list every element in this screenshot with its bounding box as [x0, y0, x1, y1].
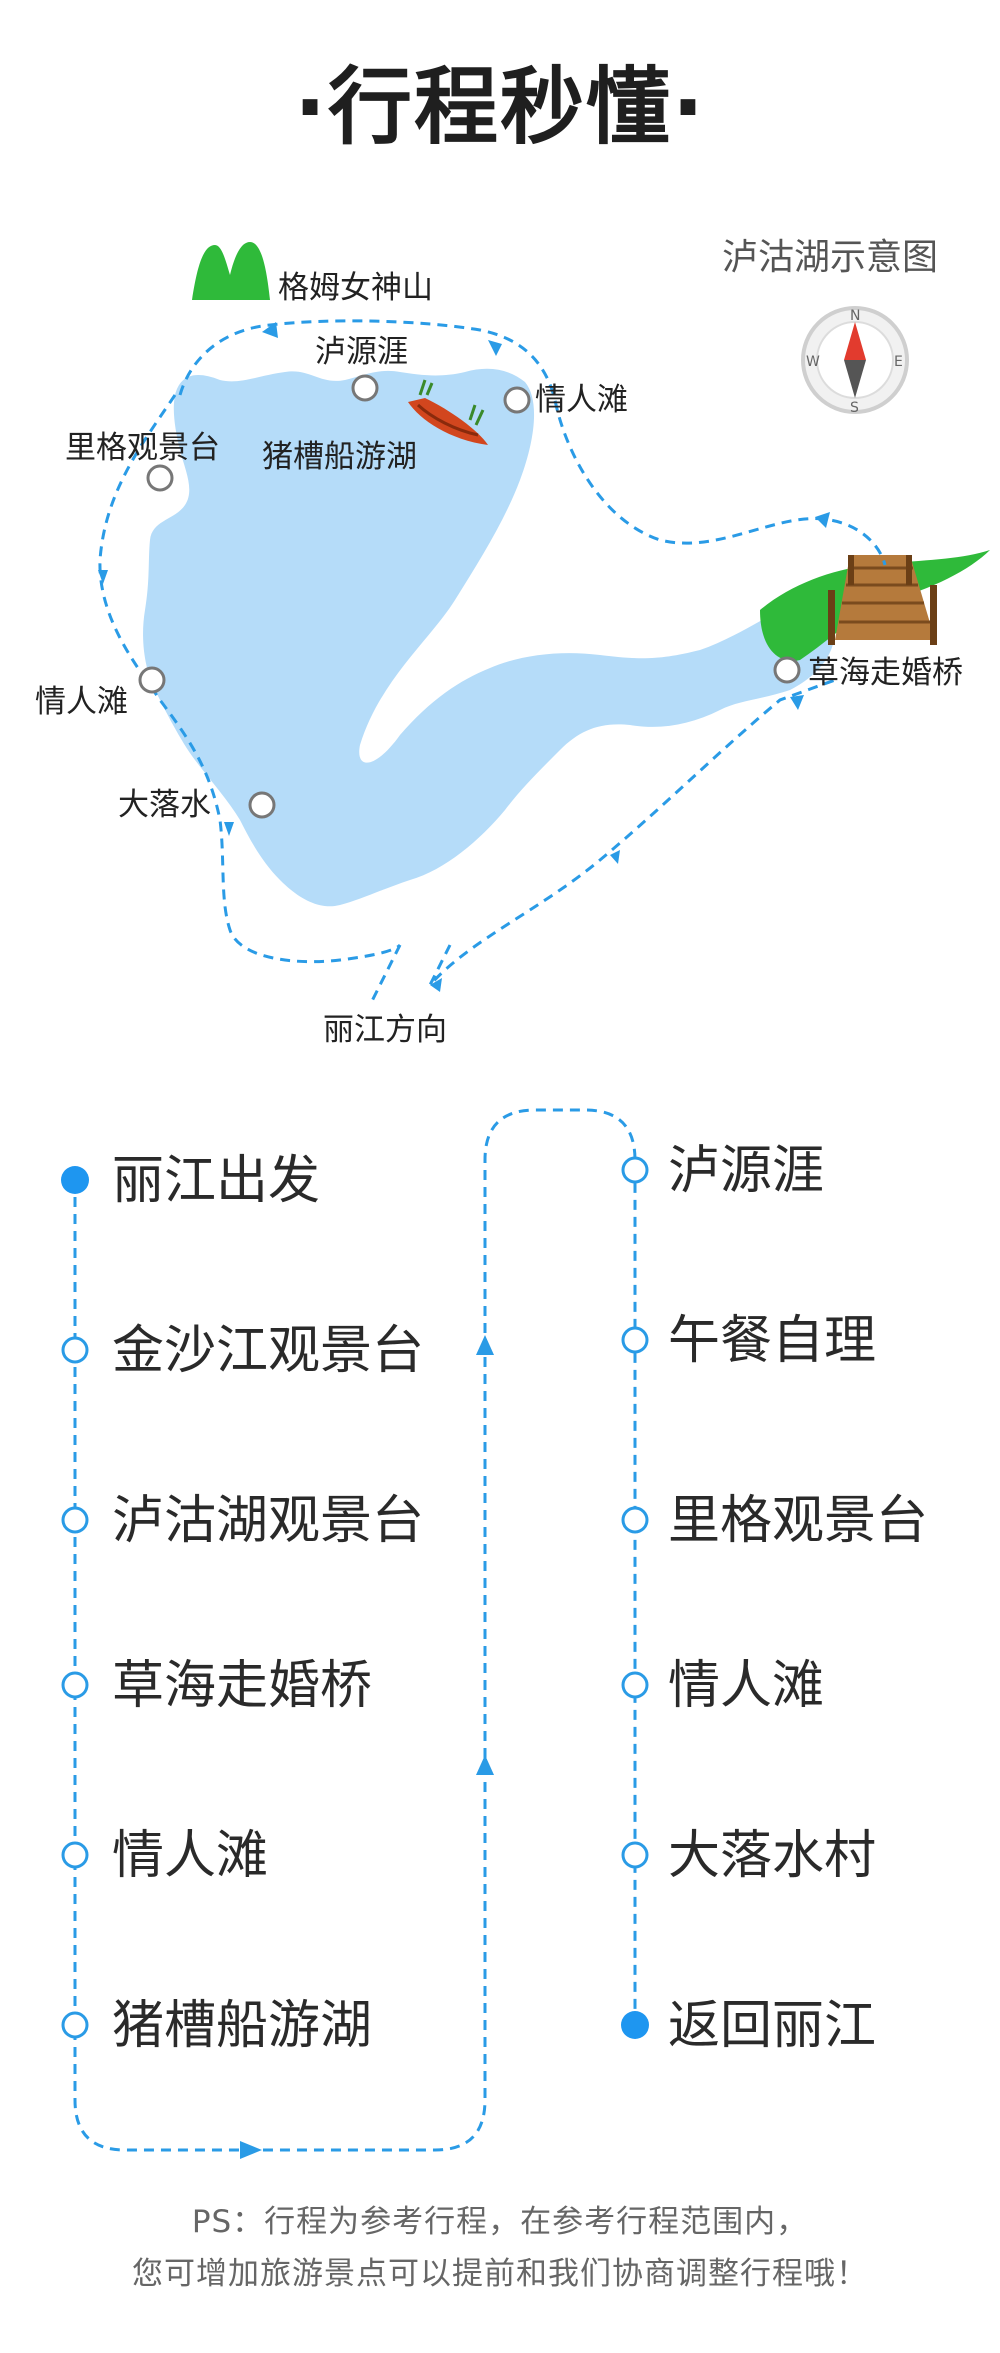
svg-text:N: N: [850, 308, 860, 324]
itinerary-connector: [73, 1108, 637, 2152]
map-dot-lige: [146, 464, 174, 492]
footnote: PS：行程为参考行程，在参考行程范围内， 您可增加旅游景点可以提前和我们协商调整…: [0, 2196, 1000, 2300]
itinerary-right-5: 大落水村: [668, 1826, 876, 1886]
mountain-icon: [192, 242, 270, 300]
itinerary-right-1: 泸源涯: [668, 1141, 824, 1201]
boat-icon: [408, 379, 488, 445]
map-dot-daluoshui: [248, 791, 276, 819]
label-daluoshui: 大落水: [118, 787, 211, 823]
label-luyuan: 泸源涯: [315, 334, 408, 370]
map-dot-caohai: [773, 656, 801, 684]
lake-shape: [143, 368, 836, 907]
itinerary-left-2: 金沙江观景台: [112, 1321, 424, 1381]
label-caohai: 草海走婚桥: [808, 655, 963, 691]
footnote-line-1: PS：行程为参考行程，在参考行程范围内，: [191, 2204, 809, 2240]
svg-text:E: E: [894, 354, 903, 370]
svg-text:W: W: [806, 354, 820, 370]
itinerary-right-3: 里格观景台: [668, 1491, 928, 1551]
route-arrows: [98, 322, 830, 992]
bridge-icon: [828, 555, 937, 645]
label-qingren-top: 情人滩: [535, 382, 628, 418]
itinerary-left-5: 情人滩: [112, 1826, 268, 1886]
label-qingren-left: 情人滩: [35, 684, 128, 720]
map-dot-qingren-left: [138, 666, 166, 694]
itinerary-arrows: [240, 1335, 494, 2159]
itinerary-right-6: 返回丽江: [668, 1996, 876, 2056]
svg-text:S: S: [850, 400, 859, 416]
map-title: 泸沽湖示意图: [721, 237, 938, 278]
label-lijiang-dir: 丽江方向: [323, 1012, 447, 1048]
itinerary-left-4: 草海走婚桥: [112, 1656, 372, 1716]
label-gemu: 格姆女神山: [278, 270, 433, 306]
map-dot-qingren-top: [503, 386, 531, 414]
compass-icon: N E S W: [801, 306, 909, 416]
itinerary-left-6: 猪槽船游湖: [112, 1996, 372, 2056]
page-title: ·行程秒懂·: [294, 58, 706, 156]
map-dot-luyuan: [351, 374, 379, 402]
itinerary-right-2: 午餐自理: [668, 1311, 876, 1371]
footnote-line-2: 您可增加旅游景点可以提前和我们协商调整行程哦！: [132, 2256, 868, 2292]
itinerary-left-3: 泸沽湖观景台: [112, 1491, 424, 1551]
itinerary-right-4: 情人滩: [668, 1656, 824, 1716]
map-route: [98, 319, 887, 1006]
label-zhucao: 猪槽船游湖: [262, 439, 417, 475]
itinerary-left-1: 丽江出发: [112, 1151, 320, 1211]
label-lige: 里格观景台: [65, 430, 220, 466]
itinerary-dots: [61, 1156, 649, 2039]
